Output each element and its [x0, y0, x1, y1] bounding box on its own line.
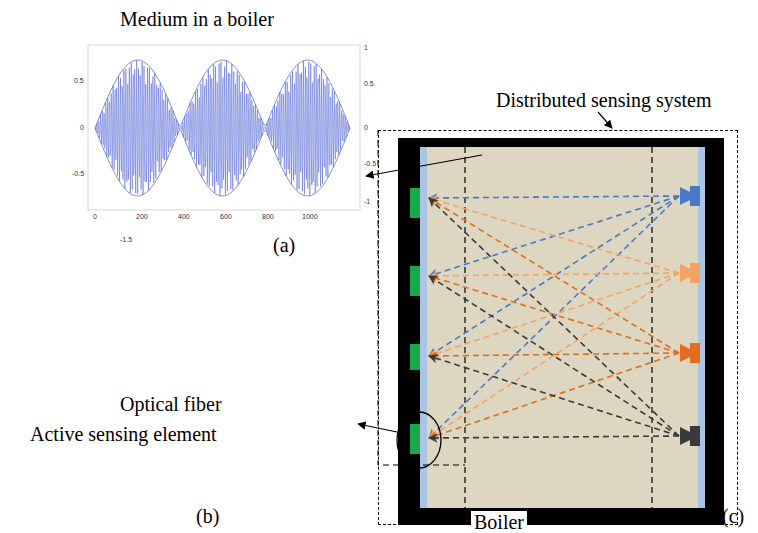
dashed-line [464, 147, 465, 508]
dashed-line [651, 147, 652, 508]
sensing-system-region: Distributed sensing systemBoiler [378, 130, 738, 525]
tick-label: 0.5 [364, 80, 374, 88]
tick-label: -0.5 [364, 160, 376, 168]
tick-label: 200 [136, 213, 148, 221]
region-label: Distributed sensing system [496, 89, 712, 111]
highlight-circle [397, 412, 441, 468]
plot-title: Medium in a boiler [120, 8, 274, 30]
plot-frame [88, 45, 360, 210]
leader-line [366, 155, 482, 176]
boiler-medium [420, 147, 705, 508]
tick-label: 400 [178, 213, 190, 221]
tick-label: -0.5 [72, 170, 84, 178]
boiler-wall [398, 138, 724, 525]
waveform [95, 60, 350, 196]
tick-label: 0 [80, 124, 84, 132]
tick-label: -1.5 [120, 236, 132, 244]
leader-line [598, 112, 612, 128]
emitters [680, 186, 700, 446]
tick-label: 1000 [302, 213, 318, 221]
part-label: Optical fiber [120, 393, 222, 415]
dashed-outline [378, 130, 465, 465]
panel-letter: (c) [722, 505, 744, 527]
boiler-label: Boiler [471, 511, 527, 533]
tick-label: 600 [220, 213, 232, 221]
panel-letter: (a) [273, 234, 295, 256]
tick-label: 1 [364, 44, 368, 52]
tick-label: 0 [93, 213, 97, 221]
optical-fiber [420, 147, 427, 508]
part-label: Active sensing element [30, 423, 217, 445]
signal-paths [429, 196, 679, 438]
tick-label: -1 [364, 198, 370, 206]
tick-label: 0.5 [74, 77, 84, 85]
tick-label: 800 [262, 213, 274, 221]
boiler: Boiler [399, 139, 725, 526]
tick-label: 0 [364, 124, 368, 132]
panel-letter: (b) [196, 505, 219, 527]
